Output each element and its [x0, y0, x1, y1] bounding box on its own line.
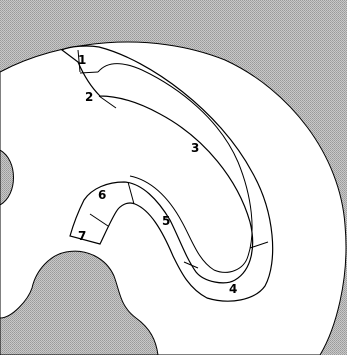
segment-label-5: 5: [162, 214, 170, 228]
segment-label-6: 6: [98, 188, 106, 202]
segment-label-7: 7: [78, 229, 86, 243]
segment-label-3: 3: [191, 141, 199, 155]
segment-label-1: 1: [78, 53, 86, 67]
segment-label-2: 2: [85, 90, 93, 104]
segment-label-4: 4: [229, 282, 237, 296]
